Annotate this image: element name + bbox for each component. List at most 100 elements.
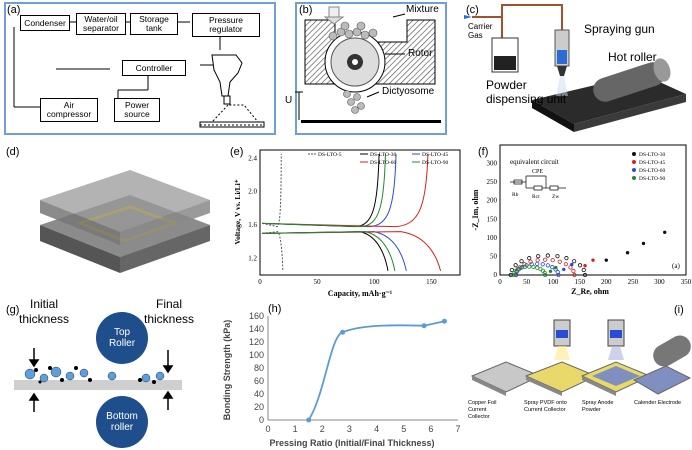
nyquist-point	[519, 259, 524, 264]
y-tick-label: 80	[254, 363, 264, 373]
f-y-tick-label: 300	[487, 160, 498, 168]
rotor-label: Rotor	[408, 48, 433, 59]
nyquist-point	[543, 272, 548, 278]
data-point	[421, 323, 427, 329]
u-label: U	[285, 95, 293, 106]
e-legend-label: DS-LTO-45	[422, 152, 449, 158]
bottom-roller-label: Bottom roller	[106, 411, 138, 433]
f-y-tick-label: 100	[487, 234, 498, 242]
x-tick-label: 5	[401, 424, 406, 434]
panel-c-label: (c)	[466, 4, 479, 16]
nyquist-point	[663, 230, 667, 234]
circuit-title: equivalent circuit	[510, 158, 559, 166]
nyquist-point	[641, 241, 646, 246]
x-tick-label: 3	[347, 424, 352, 434]
nyquist-point	[563, 262, 568, 267]
chart-e-xlabel: Capacity, mAh·g⁻¹	[328, 289, 393, 298]
discharge-curve	[262, 231, 284, 271]
nyquist-point	[550, 265, 555, 270]
nyquist-point	[535, 261, 540, 266]
data-point	[340, 329, 346, 335]
nyquist-point	[543, 257, 548, 262]
mixture-label: Mixture	[406, 4, 439, 15]
nyquist-point	[583, 264, 587, 268]
nyquist-point	[508, 272, 513, 278]
nyquist-point	[570, 262, 574, 267]
chart-e-ylabel: Voltage, V vs. Li/Li⁺	[233, 179, 242, 244]
nyquist-point	[557, 259, 562, 264]
cpe-label: CPE	[532, 169, 543, 175]
bonding-strength-line	[307, 320, 445, 421]
f-y-tick-label: 150	[487, 215, 498, 223]
air-compressor-box: Air compressor	[40, 98, 98, 122]
y-tick-label: 40	[254, 389, 264, 399]
f-x-tick-label: 200	[601, 278, 612, 286]
data-point	[441, 318, 447, 324]
hot-roller-label: Hot roller	[608, 50, 657, 64]
nyquist-point	[545, 263, 550, 268]
nyquist-point	[522, 262, 527, 267]
step-1-label: Copper Foil Current Collector	[468, 400, 497, 420]
nyquist-point	[604, 258, 608, 262]
f-legend-label: DS-LTO-30	[639, 152, 666, 158]
panel-i-label: (i)	[674, 304, 684, 316]
chart-e-plot-area	[259, 149, 461, 276]
carrier-gas-label: Carrier Gas	[468, 22, 493, 40]
x-tick-label: 2	[320, 424, 325, 434]
zw-label: Zw	[552, 194, 559, 200]
x-tick-label: 0	[265, 424, 270, 434]
nyquist-point	[591, 258, 595, 262]
f-legend-swatch	[632, 168, 636, 172]
f-y-tick-label: 0	[494, 271, 498, 279]
nyquist-point	[513, 263, 518, 268]
bottom-roller-circle	[96, 396, 148, 448]
top-roller-circle	[96, 312, 148, 364]
e-legend-label: DS-LTO-90	[422, 160, 449, 166]
y-tick-label: 140	[249, 324, 264, 334]
y-tick-label: 20	[254, 402, 264, 412]
panel-b-label: (b)	[299, 4, 313, 16]
x-tick-label: 1	[293, 424, 298, 434]
y-tick-label: 0	[259, 415, 264, 425]
panel-b-frame	[295, 2, 447, 135]
y-tick-label: 160	[249, 311, 264, 321]
f-y-tick-label: 200	[487, 197, 498, 205]
y-tick-label: 100	[249, 350, 264, 360]
f-y-tick-label: 250	[487, 178, 498, 186]
e-x-tick-label: 150	[426, 278, 437, 286]
nyquist-point	[581, 267, 586, 273]
f-x-tick-label: 50	[523, 278, 531, 286]
f-legend-label: DS-LTO-90	[639, 176, 666, 182]
e-legend-label: DS-LTO-5	[318, 152, 342, 158]
e-legend-label: DS-LTO-60	[370, 160, 397, 166]
panel-g-drawing	[14, 312, 182, 448]
e-y-tick-label: 1.6	[248, 221, 257, 229]
dictyosome-label: Dictyosome	[382, 86, 435, 97]
nyquist-point	[545, 253, 550, 258]
f-x-tick-label: 100	[548, 278, 559, 286]
f-legend-label: DS-LTO-60	[639, 168, 666, 174]
f-y-tick-label: 50	[490, 252, 498, 260]
y-tick-label: 120	[249, 337, 264, 347]
nyquist-point	[531, 264, 536, 270]
nyquist-point	[540, 262, 545, 267]
f-x-tick-label: 0	[498, 278, 502, 286]
nyquist-point	[562, 267, 566, 272]
panel-c-drawing	[464, 4, 686, 132]
x-tick-label: 4	[374, 424, 379, 434]
f-legend-swatch	[632, 176, 636, 180]
chart-h-xlabel: Pressing Ratio (Initial/Final Thickness)	[269, 438, 434, 448]
f-x-tick-label: 150	[574, 278, 585, 286]
e-y-tick-label: 1.2	[248, 254, 257, 262]
panel-d-drawing	[40, 170, 210, 273]
x-tick-label: 7	[455, 424, 460, 434]
chart-f-ylabel: -Z_Im, ohm	[471, 189, 480, 230]
spraying-gun-label: Spraying gun	[584, 22, 655, 36]
panel-a-label: (a)	[7, 4, 21, 16]
nyquist-point	[511, 272, 516, 278]
panel-g-label: (g)	[6, 304, 20, 316]
nyquist-point	[519, 265, 524, 270]
controller-box: Controller	[122, 60, 186, 76]
